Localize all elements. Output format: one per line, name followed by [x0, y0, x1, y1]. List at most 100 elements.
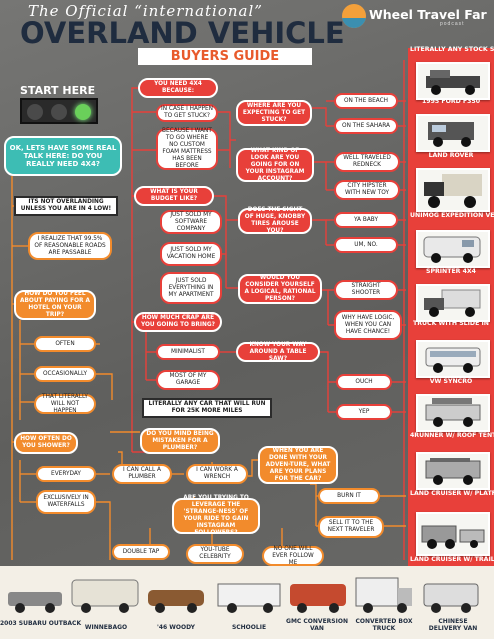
result-any-car: LITERALLY ANY CAR THAT WILL RUN FOR 25K … [142, 398, 272, 418]
yellow-lamp-icon [51, 104, 67, 120]
label-vw-syncro: VW SYNCRO [429, 378, 473, 385]
card-sprinter [416, 230, 490, 268]
label-schoolie: SCHOOLIE [231, 624, 267, 631]
question-knobby-tires: DOES THE SIGHT OF HUGE, KNOBBY TIRES ARO… [238, 207, 312, 234]
answer-realize-roads: I REALIZE THAT 99.5% OF REASONABLE ROADS… [28, 232, 112, 260]
question-budget: WHAT IS YOUR BUDGET LIKE? [134, 186, 214, 206]
answer-on-sahara: ON THE SAHARA [334, 118, 398, 134]
label-woody: '46 WOODY [157, 624, 195, 631]
answer-waterfalls: EXCLUSIVELY IN WATERFALLS [36, 490, 96, 514]
answer-minimalist: MINIMALIST [156, 344, 220, 360]
question-instagram-look: WHAT KIND OF LOOK ARE YOU GOING FOR ON Y… [236, 148, 314, 182]
winnebago-icon [71, 579, 139, 613]
card-vw-syncro [416, 340, 490, 378]
bottom-vehicles-art [8, 577, 479, 613]
logo-subtext: podcast [440, 21, 465, 27]
answer-burn-it: BURN IT [318, 488, 380, 504]
question-instagram-strangeness: ARE YOU TRYING TO LEVERAGE THE 'STRANGE-… [172, 495, 260, 536]
answer-redneck: WELL TRAVELED REDNECK [334, 152, 400, 172]
wheel-travel-far-logo-icon [342, 4, 366, 28]
question-plans-for-car: WHEN YOU ARE DONE WITH YOUR ADVEN-TURE, … [258, 446, 338, 484]
answer-will-not-happen: THAT LITERALLY WILL NOT HAPPEN [34, 394, 96, 414]
label-unimog: UNIMOG EXPEDITION VEHICLE [410, 212, 494, 219]
label-box-truck: CONVERTED BOX TRUCK [355, 618, 413, 632]
answer-work-wrench: I CAN WORK A WRENCH [186, 464, 248, 484]
green-lamp-icon [75, 104, 91, 120]
answer-sold-everything: JUST SOLD EVERYTHING IN MY APARTMENT [160, 272, 222, 304]
vw-syncro-icon [425, 347, 481, 373]
answer-custom-foam-mattress: BECAUSE I WANT TO GO WHERE NO CUSTOM FOA… [156, 128, 218, 170]
label-gmc: GMC CONVERSION VAN [286, 618, 348, 632]
answer-why-logic: WHY HAVE LOGIC, WHEN YOU CAN HAVE CHANCE… [334, 310, 402, 340]
land-cruiser-icon [425, 458, 481, 485]
answer-double-tap: DOUBLE TAP [112, 544, 170, 560]
question-how-much-crap: HOW MUCH CRAP ARE YOU GOING TO BRING? [134, 312, 222, 332]
label-4runner: 4RUNNER W/ ROOF TENT [410, 432, 494, 439]
question-shower: HOW OFTEN DO YOU SHOWER? [14, 432, 78, 454]
header-subtitle-band [138, 48, 312, 65]
red-lamp-icon [27, 104, 43, 120]
question-plumber: DO YOU MIND BEING MISTAKEN FOR A PLUMBER… [140, 428, 220, 454]
header-subtitle: BUYERS GUIDE [170, 49, 280, 64]
answer-yep: YEP [336, 404, 392, 420]
answer-often: OFTEN [34, 336, 96, 352]
answer-um-no: UM, NO. [334, 237, 398, 253]
header-small-title: The Official “international” [28, 2, 263, 20]
answer-sell-it: SELL IT TO THE NEXT TRAVELER [318, 516, 384, 538]
answer-youtube-celebrity: YOU-TUBE CELEBRITY [186, 544, 244, 564]
label-lc-trailer: LAND CRUISER W/ TRAILER [410, 556, 494, 563]
start-label: START HERE [20, 84, 96, 97]
label-chinese-van: CHINESE DELIVERY VAN [428, 618, 478, 632]
answer-no-one-follow: NO ONE WILL EVER FOLLOW ME [262, 546, 324, 566]
label-subaru: 2003 SUBARU OUTBACK [0, 620, 82, 627]
answer-straight-shooter: STRAIGHT SHOOTER [334, 280, 398, 300]
chinese-van-icon [423, 583, 479, 613]
answer-hipster: CITY HIPSTER WITH NEW TOY [334, 180, 400, 200]
card-lc-trailer [416, 512, 490, 556]
card-unimog [416, 168, 490, 212]
pickup-truck-icon [426, 70, 480, 95]
truck-camper-icon [424, 289, 481, 317]
header-main-title: OVERLAND VEHICLE [20, 16, 345, 50]
question-hotel: HOW DO YOU FEEL ABOUT PAYING FOR A HOTEL… [14, 290, 96, 320]
label-truck-slide-in: TRUCK WITH SLIDE IN [413, 320, 489, 327]
schoolie-icon [217, 583, 281, 613]
question-need-4x4: OK, LETS HAVE SOME REAL TALK HERE: DO YO… [4, 136, 122, 176]
answer-everyday: EVERYDAY [36, 466, 96, 482]
bottom-vehicles-strip: 2003 SUBARU OUTBACK WINNEBAGO '46 WOODY … [0, 566, 494, 639]
answer-most-garage: MOST OF MY GARAGE [156, 370, 220, 390]
suv-roof-tent-icon [425, 398, 481, 427]
answer-call-plumber: I CAN CALL A PLUMBER [112, 464, 172, 484]
card-4runner [416, 394, 490, 432]
card-land-rover [416, 114, 490, 152]
question-you-need-4x4: YOU NEED 4X4 BECAUSE: [138, 78, 218, 98]
logo-text: Wheel Travel Far [369, 7, 487, 22]
answer-on-beach: ON THE BEACH [334, 93, 398, 109]
answer-in-case-stuck: IN CASE I HAPPEN TO GET STUCK? [156, 104, 218, 122]
question-table-saw: KNOW YOUR WAY AROUND A TABLE SAW? [236, 342, 320, 362]
woody-icon [148, 590, 204, 613]
box-truck-icon [355, 577, 412, 613]
label-lc-platform: LAND CRUISER W/ PLATFORM BED [410, 490, 494, 497]
answer-occasionally: OCCASIONALLY [34, 366, 96, 382]
card-lc-platform [416, 452, 490, 490]
sprinter-van-icon [423, 236, 481, 263]
answer-sold-vacation: JUST SOLD MY VACATION HOME [160, 242, 222, 266]
answer-ouch: OUCH [336, 374, 392, 390]
question-where-stuck: WHERE ARE YOU EXPECTING TO GET STUCK? [236, 100, 312, 126]
question-logical-person: WOULD YOU CONSIDER YOURSELF A LOGICAL, R… [238, 274, 322, 304]
card-ford-f350 [416, 62, 490, 100]
answer-not-overlanding: ITS NOT OVERLANDING UNLESS YOU ARE IN 4 … [14, 196, 118, 216]
subaru-icon [8, 592, 62, 613]
land-rover-icon [428, 122, 474, 147]
traffic-light-icon [20, 98, 98, 124]
label-sprinter: SPRINTER 4X4 [426, 268, 476, 275]
label-land-rover: LAND ROVER [428, 152, 474, 159]
card-truck-slide-in [416, 284, 490, 322]
label-ford-f350: 1995 FORD F350 [421, 98, 481, 105]
label-winnebago: WINNEBAGO [84, 624, 128, 631]
unimog-icon [424, 174, 482, 208]
land-cruiser-trailer-icon [421, 525, 485, 549]
